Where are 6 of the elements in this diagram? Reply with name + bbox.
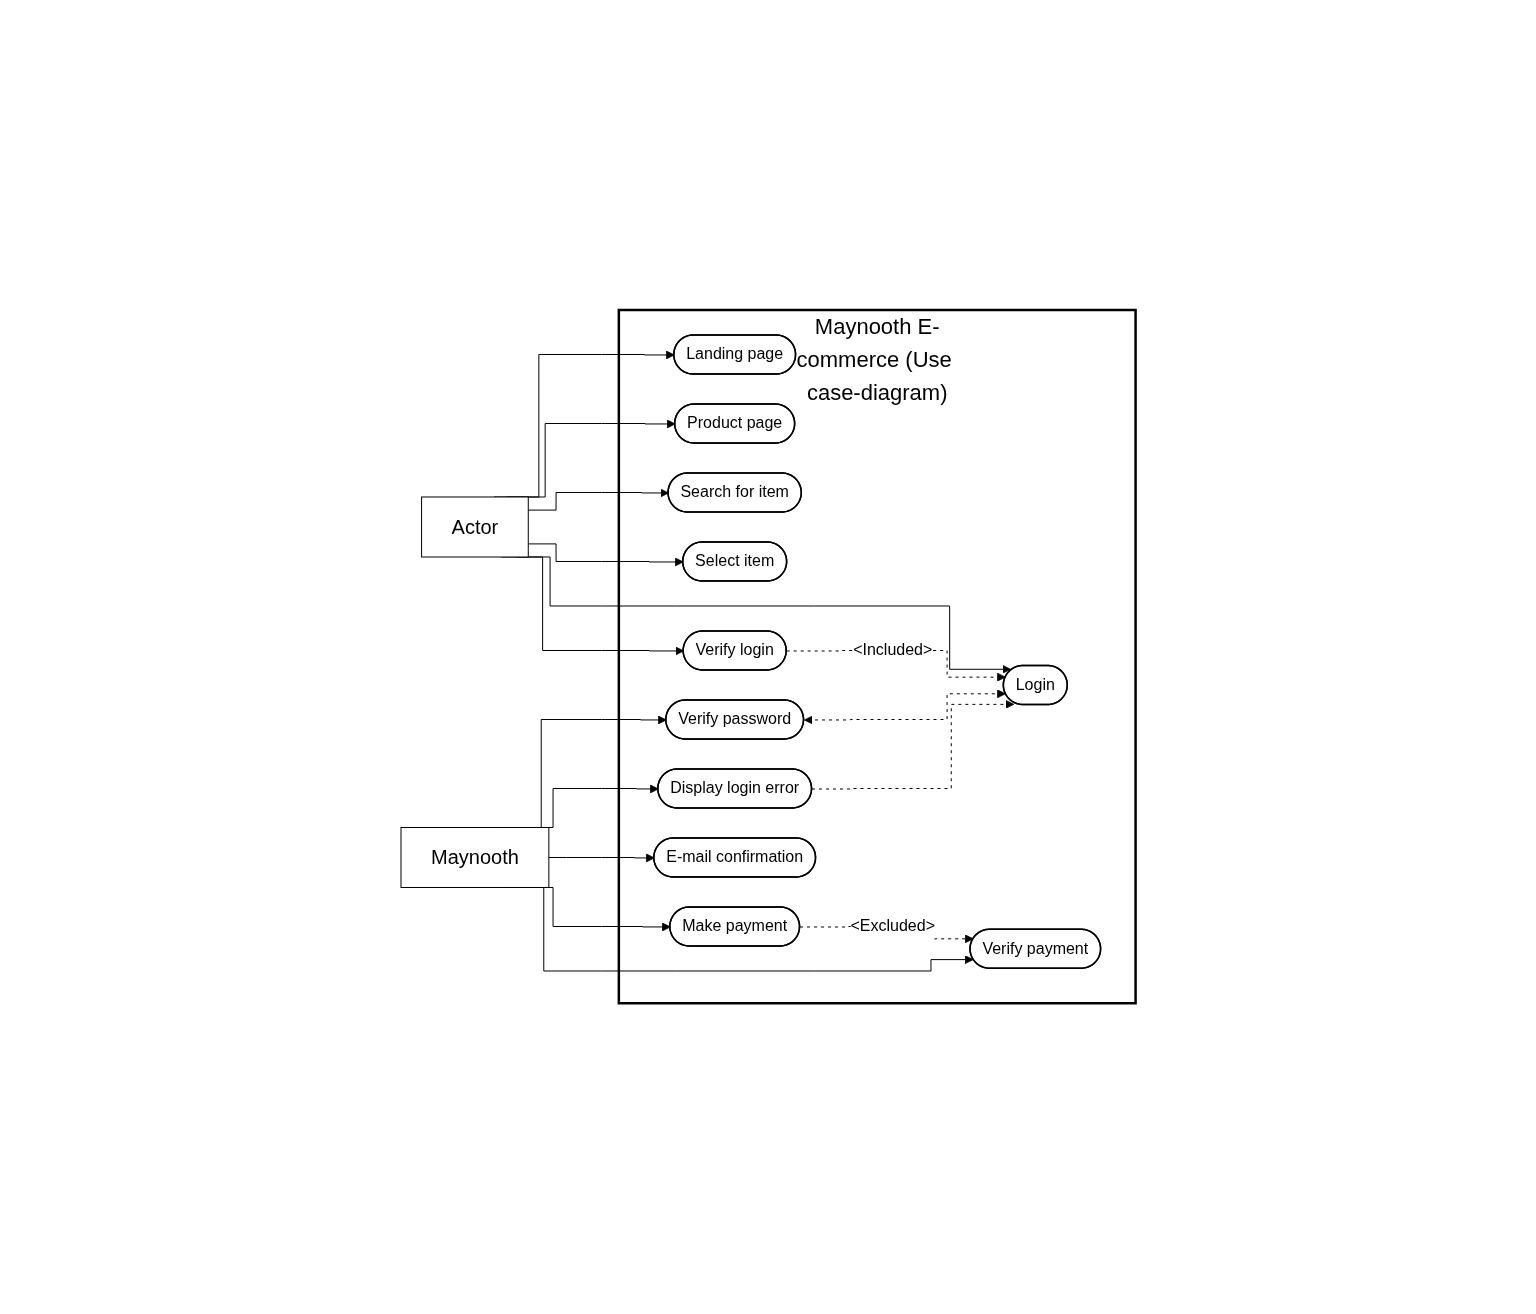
arrow (811, 700, 1014, 790)
node-box: Maynooth (400, 827, 550, 889)
arrow (803, 689, 1006, 725)
edge-label: <Included> (852, 641, 933, 659)
edge-label: <Excluded> (850, 917, 935, 935)
node-box: Actor (420, 496, 529, 558)
